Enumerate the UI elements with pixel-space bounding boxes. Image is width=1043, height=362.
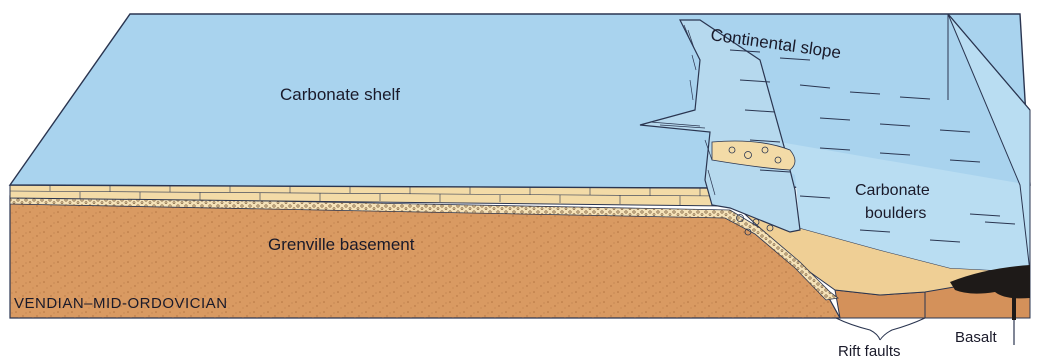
- label-rift-faults: Rift faults: [838, 343, 901, 360]
- label-boulders: boulders: [865, 205, 926, 222]
- rift-fault-lines: [836, 318, 925, 340]
- label-carbonate-shelf: Carbonate shelf: [280, 85, 400, 104]
- label-carbonate: Carbonate: [855, 182, 930, 199]
- label-grenville-basement: Grenville basement: [268, 235, 415, 254]
- label-basalt: Basalt: [955, 329, 998, 346]
- label-period: VENDIAN–MID-ORDOVICIAN: [14, 295, 228, 312]
